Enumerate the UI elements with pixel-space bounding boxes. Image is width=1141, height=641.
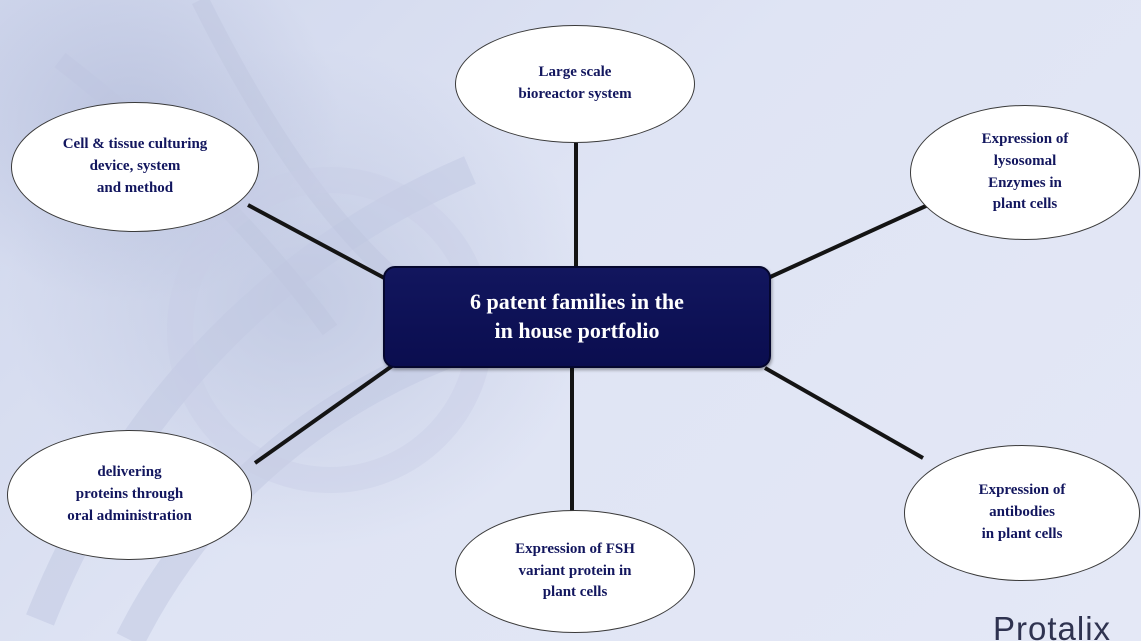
node-cell-culture: Cell & tissue culturing device, system a… — [11, 102, 259, 232]
node-lysosomal: Expression of lysosomal Enzymes in plant… — [910, 105, 1140, 240]
connector-oral — [253, 364, 394, 465]
hub-label: 6 patent families in the in house portfo… — [470, 289, 684, 343]
node-fsh-label: Expression of FSH variant protein in pla… — [515, 540, 635, 601]
connector-lysosomal — [767, 203, 929, 280]
node-lysosomal-label: Expression of lysosomal Enzymes in plant… — [981, 131, 1069, 213]
node-antibodies-label: Expression of antibodies in plant cells — [978, 482, 1066, 542]
node-bioreactor: Large scale bioreactor system — [455, 25, 695, 143]
node-bioreactor-label: Large scale bioreactor system — [518, 64, 632, 102]
connector-antibodies — [764, 366, 924, 460]
central-hub-box: 6 patent families in the in house portfo… — [383, 266, 771, 368]
node-oral-delivery-label: delivering proteins through oral adminis… — [67, 464, 192, 524]
company-logo: Protalix — [993, 610, 1112, 641]
connector-cell-culture — [247, 203, 389, 282]
node-cell-culture-label: Cell & tissue culturing device, system a… — [62, 136, 208, 196]
node-fsh: Expression of FSH variant protein in pla… — [455, 510, 695, 633]
node-antibodies: Expression of antibodies in plant cells — [904, 445, 1140, 581]
node-oral-delivery: delivering proteins through oral adminis… — [7, 430, 252, 560]
